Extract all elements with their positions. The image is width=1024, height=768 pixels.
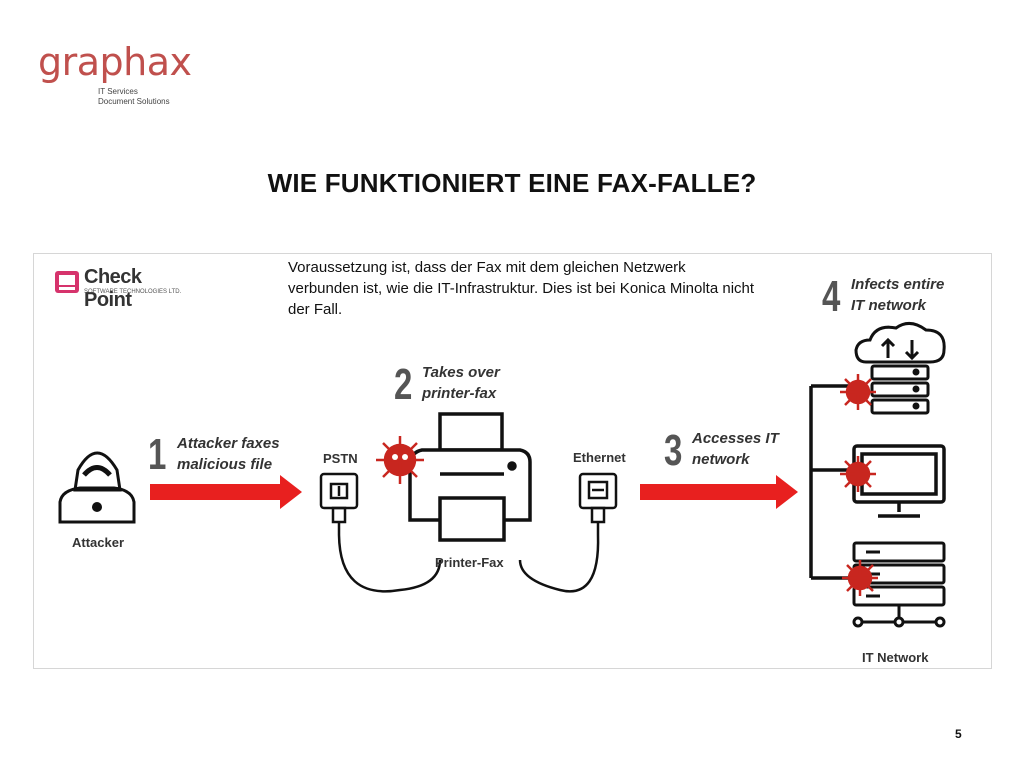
arrow-printer-to-network <box>640 475 798 509</box>
arrow-attacker-to-pstn <box>150 475 302 509</box>
checkpoint-tagline: SOFTWARE TECHNOLOGIES LTD. <box>84 289 182 295</box>
checkpoint-logo: Check Point SOFTWARE TECHNOLOGIES LTD. <box>54 266 194 311</box>
page-number: 5 <box>955 727 962 741</box>
step-3-number: 3 <box>664 426 683 475</box>
step-1-caption: Attacker faxes malicious file <box>177 433 280 475</box>
step-3-caption: Accesses IT network <box>692 428 779 470</box>
cloud-server-icon <box>854 322 946 415</box>
step-1-line-2: malicious file <box>177 456 273 473</box>
step-2-line-1: Takes over <box>422 364 500 381</box>
step-4-line-1: Infects entire <box>851 276 945 293</box>
brand-subtitle-line-2: Document Solutions <box>98 97 170 106</box>
server-rack-icon <box>852 541 946 628</box>
brand-name: graphax <box>38 40 192 84</box>
ethernet-label: Ethernet <box>573 450 626 465</box>
checkpoint-name: Check Point <box>84 266 142 311</box>
precondition-note: Voraussetzung ist, dass der Fax mit dem … <box>288 259 755 318</box>
step-3-line-2: network <box>692 451 750 468</box>
slide-title: WIE FUNKTIONIERT EINE FAX-FALLE? <box>267 168 757 198</box>
step-1-line-1: Attacker faxes <box>177 435 280 452</box>
step-2-number: 2 <box>394 360 413 409</box>
brand-subtitle-line-1: IT Services <box>98 87 138 96</box>
ethernet-jack-icon <box>518 472 618 593</box>
printer-fax-label: Printer-Fax <box>435 555 504 570</box>
step-4-number: 4 <box>822 272 841 321</box>
hacker-icon <box>58 451 136 524</box>
printer-icon <box>408 412 532 542</box>
step-1-number: 1 <box>148 430 167 479</box>
step-4-line-2: IT network <box>851 297 927 314</box>
pstn-label: PSTN <box>323 451 358 466</box>
attacker-label: Attacker <box>72 535 125 550</box>
step-2-caption: Takes over printer-fax <box>422 362 500 404</box>
virus-icon <box>376 374 878 596</box>
it-network-label: IT Network <box>862 650 929 665</box>
step-4-caption: Infects entire IT network <box>851 274 944 316</box>
checkpoint-mark-icon <box>55 271 79 293</box>
diagram-frame <box>33 253 992 669</box>
step-3-line-1: Accesses IT <box>692 430 779 447</box>
phone-jack-icon <box>319 472 442 593</box>
step-2-line-2: printer-fax <box>422 385 497 402</box>
brand-logo: graphax IT Services Document Solutions <box>38 40 192 110</box>
